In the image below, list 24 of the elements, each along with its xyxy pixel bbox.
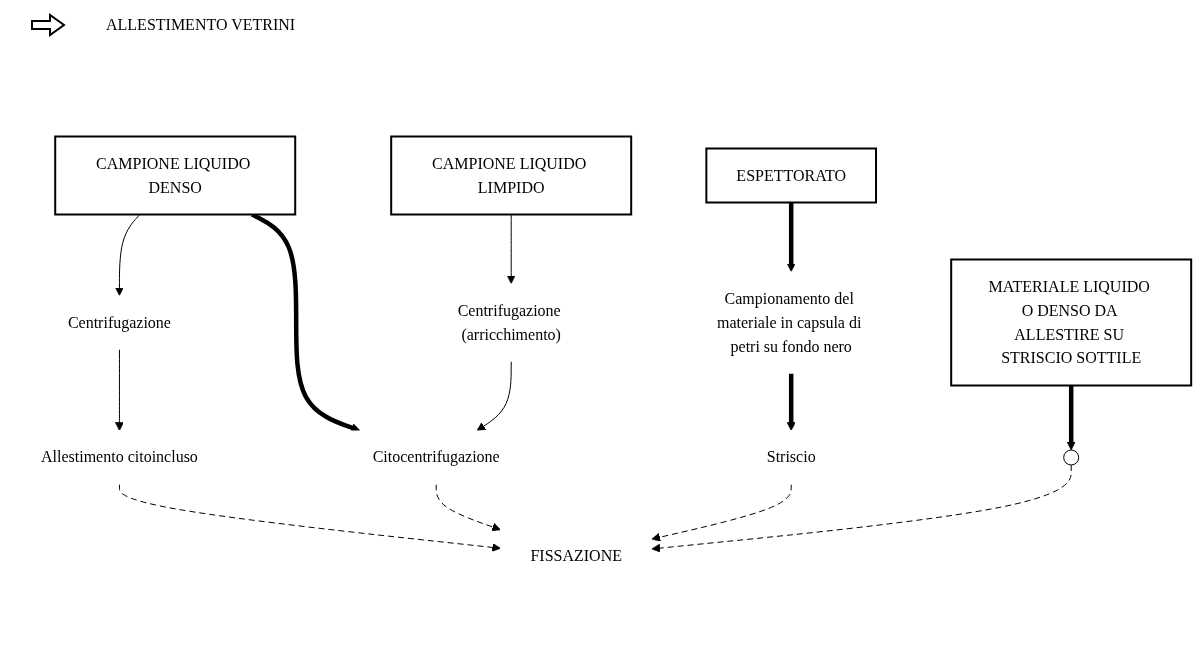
node-text: Centrifugazione	[68, 313, 172, 331]
arrow	[119, 484, 502, 552]
node-box: CAMPIONE LIQUIDO DENSO	[54, 135, 297, 216]
arrow	[477, 361, 513, 431]
node-text: Campionamento del materiale in capsula di petri su fondo nero	[717, 289, 862, 355]
arrow	[1067, 385, 1076, 451]
arrow	[115, 214, 141, 296]
node-circle	[1063, 449, 1080, 466]
node-text: Striscio	[767, 448, 817, 466]
arrow	[787, 202, 796, 272]
title: ALLESTIMENTO VETRINI	[106, 16, 296, 34]
arrow	[436, 484, 502, 532]
node-text: Centrifugazione (arricchimento)	[458, 301, 562, 343]
node-text: Allestimento citoincluso	[41, 448, 199, 466]
arrow	[507, 214, 516, 284]
arrow	[652, 484, 793, 542]
node-box: ESPETTORATO	[705, 147, 878, 204]
arrow	[787, 373, 796, 431]
node-text: FISSAZIONE	[530, 547, 623, 565]
arrow	[115, 349, 125, 431]
arrow	[652, 464, 1073, 553]
node-text: Citocentrifugazione	[373, 448, 501, 466]
node-box: CAMPIONE LIQUIDO LIMPIDO	[390, 135, 633, 216]
node-box: MATERIALE LIQUIDO O DENSO DA ALLESTIRE SU STRISCIO SOTTILE	[950, 258, 1193, 387]
